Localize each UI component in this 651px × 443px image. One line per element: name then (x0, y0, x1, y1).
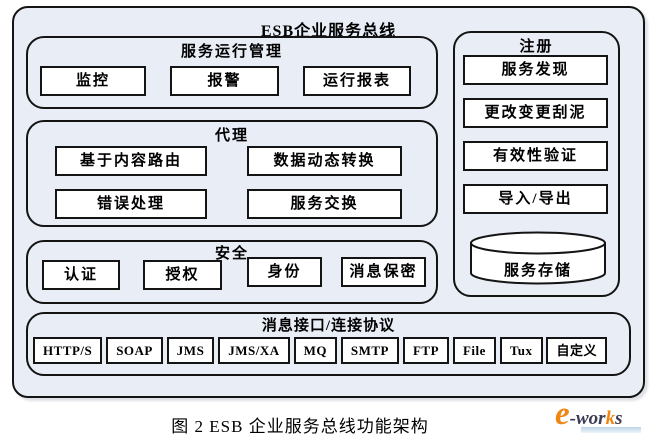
service-mgmt-section: 服务运行管理 监控 报警 运行报表 (26, 36, 438, 109)
box-run-reports: 运行报表 (303, 66, 411, 96)
box-jmsxa: JMS/XA (218, 337, 290, 364)
box-error-handling: 错误处理 (55, 189, 207, 219)
box-service-discovery: 服务发现 (463, 55, 608, 85)
proxy-section: 代理 基于内容路由 数据动态转换 错误处理 服务交换 (26, 120, 438, 227)
box-monitoring: 监控 (40, 66, 146, 96)
protocols-row: HTTP/S SOAP JMS JMS/XA MQ SMTP FTP File … (33, 337, 607, 364)
box-file: File (452, 337, 496, 364)
box-https: HTTP/S (33, 337, 103, 364)
box-message-privacy: 消息保密 (341, 257, 426, 287)
proxy-title: 代理 (214, 128, 249, 144)
box-mq: MQ (293, 337, 337, 364)
protocols-section: 消息接口/连接协议 HTTP/S SOAP JMS JMS/XA MQ SMTP… (26, 312, 631, 376)
logo-wor: -wor (569, 408, 606, 429)
box-import-export: 导入/导出 (463, 184, 608, 214)
box-custom: 自定义 (546, 337, 607, 364)
box-data-transform: 数据动态转换 (247, 146, 402, 176)
box-authentication: 认证 (42, 260, 120, 290)
box-service-exchange: 服务交换 (247, 189, 402, 219)
box-alerting: 报警 (170, 66, 279, 96)
registry-section: 注册 服务发现 更改变更刮泥 有效性验证 导入/导出 服务存储 (453, 31, 620, 297)
logo-s: s (615, 408, 623, 429)
box-authorization: 授权 (143, 260, 222, 290)
service-mgmt-title: 服务运行管理 (180, 44, 283, 60)
box-change-management: 更改变更刮泥 (463, 98, 608, 128)
box-smtp: SMTP (340, 337, 400, 364)
box-jms: JMS (166, 337, 215, 364)
box-content-routing: 基于内容路由 (55, 146, 207, 176)
box-tux: Tux (499, 337, 543, 364)
cylinder-shape (470, 231, 606, 285)
registry-title: 注册 (519, 39, 554, 55)
service-storage-cylinder: 服务存储 (468, 231, 608, 287)
box-soap: SOAP (106, 337, 163, 364)
logo-letter-e: e (555, 396, 570, 432)
esb-bus-title: ESB企业服务总线 (260, 23, 397, 40)
logo-k: k (605, 408, 616, 429)
figure-caption: 图 2 ESB 企业服务总线功能架构 (171, 417, 429, 436)
security-title: 安全 (214, 246, 249, 262)
logo-underline-bar (581, 427, 641, 433)
box-validation: 有效性验证 (463, 141, 608, 171)
box-identity: 身份 (247, 257, 322, 287)
box-ftp: FTP (402, 337, 450, 364)
protocols-title: 消息接口/连接协议 (261, 318, 396, 334)
service-storage-label: 服务存储 (503, 263, 572, 279)
security-section: 安全 认证 授权 身份 消息保密 (26, 240, 438, 304)
